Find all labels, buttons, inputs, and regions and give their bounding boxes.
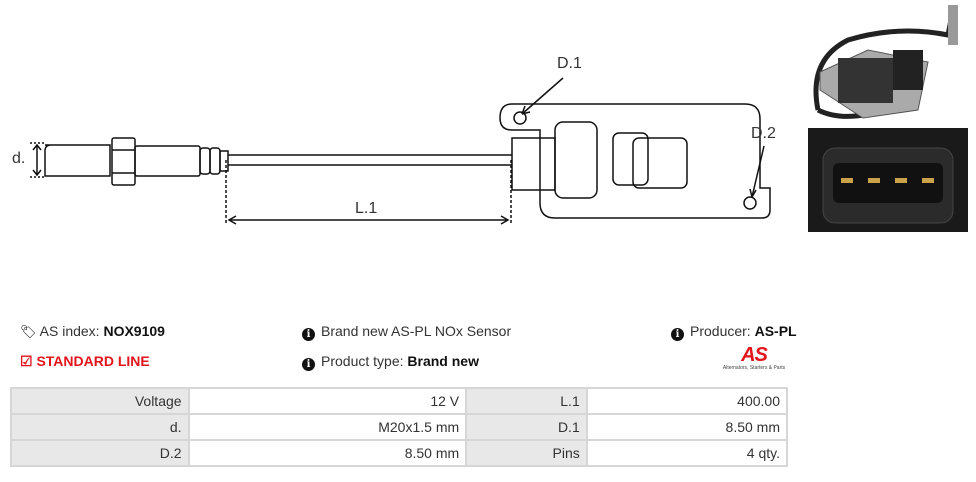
standard-line-badge: ☑ STANDARD LINE [20, 353, 150, 369]
checkbox-icon: ☑ [20, 353, 33, 369]
label-d: d. [12, 150, 26, 167]
product-photo-connector [808, 128, 968, 232]
label-d2: D.2 [751, 125, 776, 142]
tags-icon: 🏷︎ [20, 324, 37, 339]
label-d1: D.1 [557, 55, 582, 72]
product-photo-sensor [808, 0, 968, 126]
as-index: 🏷︎ AS index: NOX9109 [20, 323, 165, 339]
info-icon: i [302, 358, 315, 371]
info-icon: i [671, 328, 684, 341]
technical-drawing [30, 77, 771, 225]
as-pl-logo: AS Alternators, Starters & Parts [722, 344, 786, 371]
info-icon: i [302, 328, 315, 341]
label-l1: L.1 [355, 200, 378, 217]
